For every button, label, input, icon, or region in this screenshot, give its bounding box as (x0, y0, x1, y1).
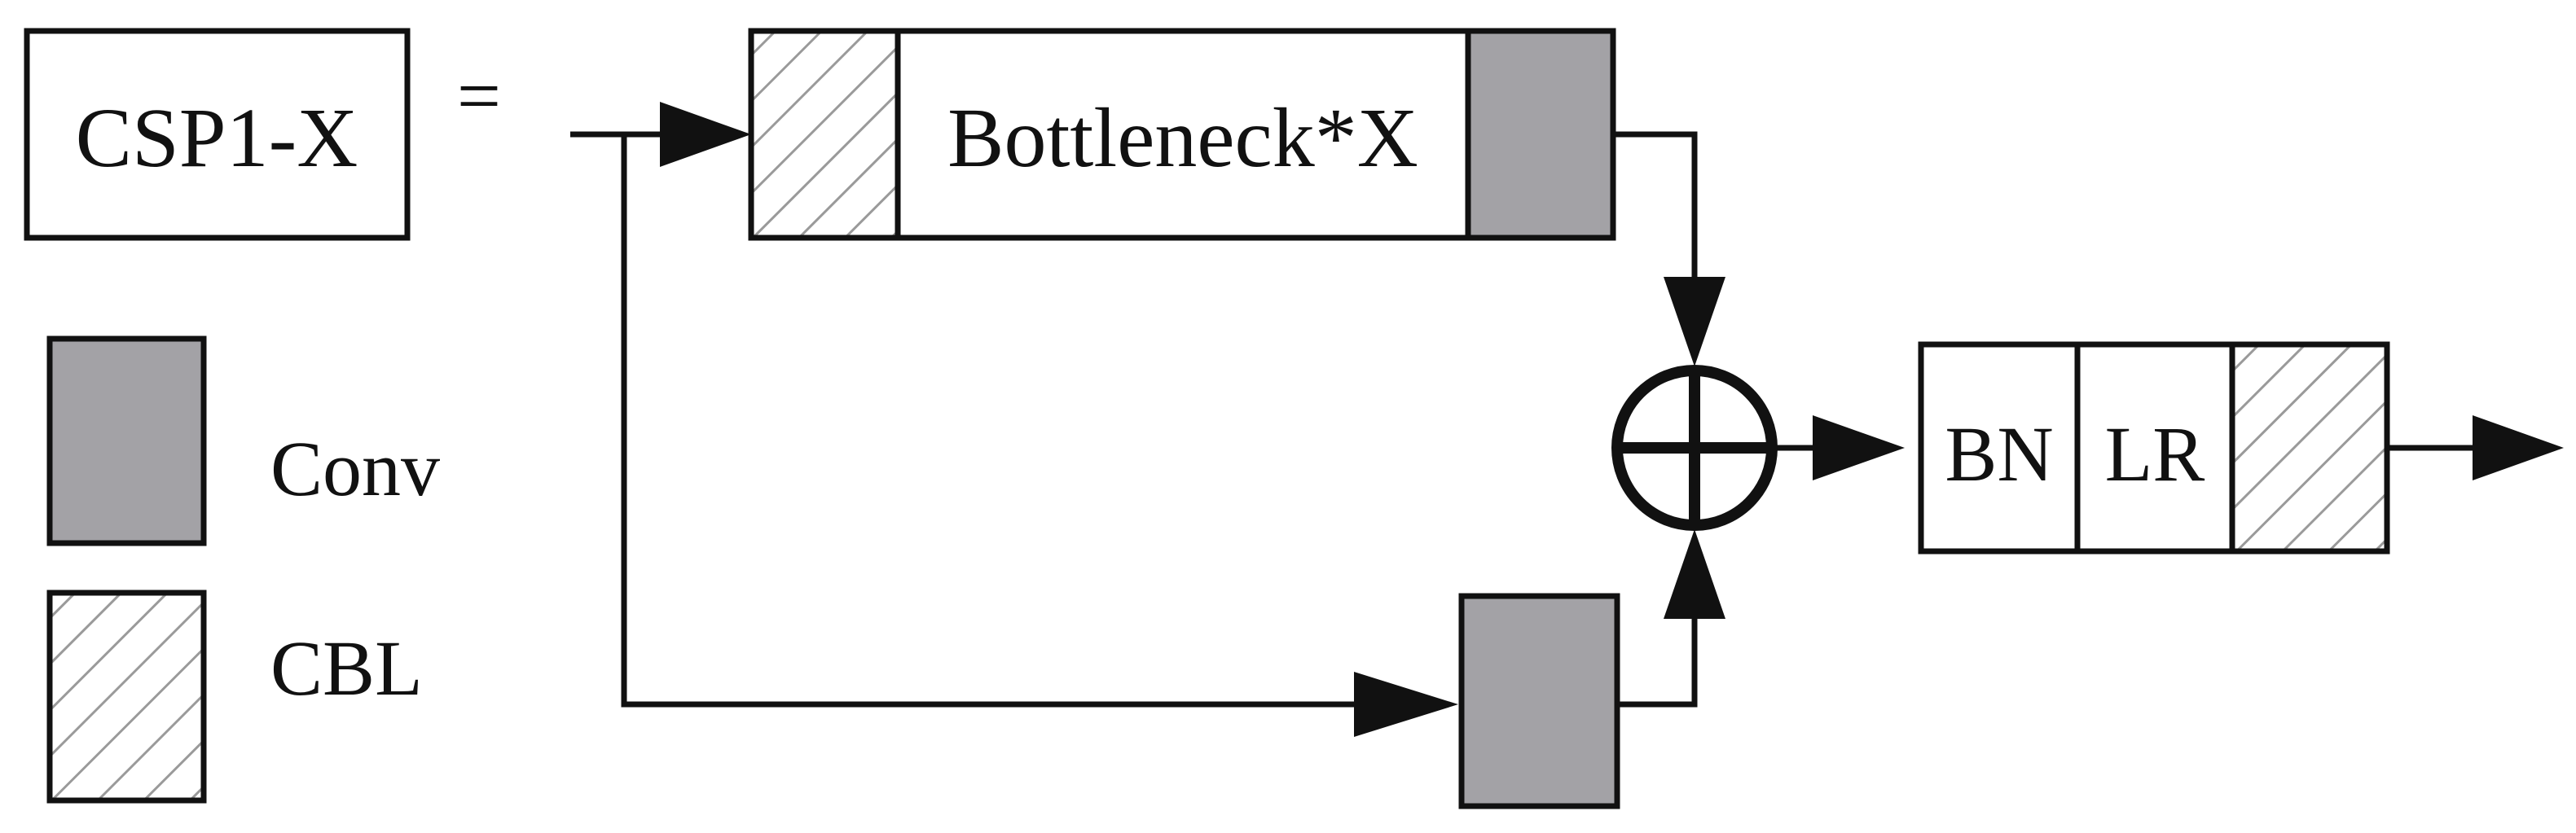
legend: Conv CBL (46, 335, 440, 804)
bottleneck-label: Bottleneck*X (947, 91, 1418, 185)
arrow-output (2473, 415, 2564, 480)
bottom-conv-block (1458, 593, 1620, 809)
legend-conv-swatch (46, 335, 207, 546)
top-branch-block: Bottleneck*X (748, 28, 1616, 241)
top-cbl-cell (748, 28, 901, 241)
top-conv-cell (1465, 28, 1616, 241)
output-block: BN LR (1918, 341, 2390, 555)
arrow-bottom-into-merge (1664, 529, 1725, 619)
legend-cbl-label: CBL (270, 625, 423, 712)
connection-lines (570, 131, 2477, 708)
csp1-title-box: CSP1-X (24, 28, 411, 241)
output-cbl-cell (2229, 341, 2390, 555)
arrow-into-bottom-conv (1354, 672, 1458, 737)
arrow-into-output-block (1813, 415, 1905, 480)
bn-label: BN (1945, 410, 2053, 498)
csp1-title-text: CSP1-X (76, 91, 358, 185)
legend-cbl-swatch (46, 590, 207, 804)
lr-label: LR (2105, 410, 2205, 498)
arrow-into-top-block (660, 102, 751, 167)
arrow-top-into-merge (1664, 277, 1725, 366)
equals-sign: = (457, 52, 501, 139)
arrowheads (660, 102, 2564, 737)
circled-plus-icon (1611, 365, 1778, 531)
legend-conv-label: Conv (270, 425, 440, 512)
